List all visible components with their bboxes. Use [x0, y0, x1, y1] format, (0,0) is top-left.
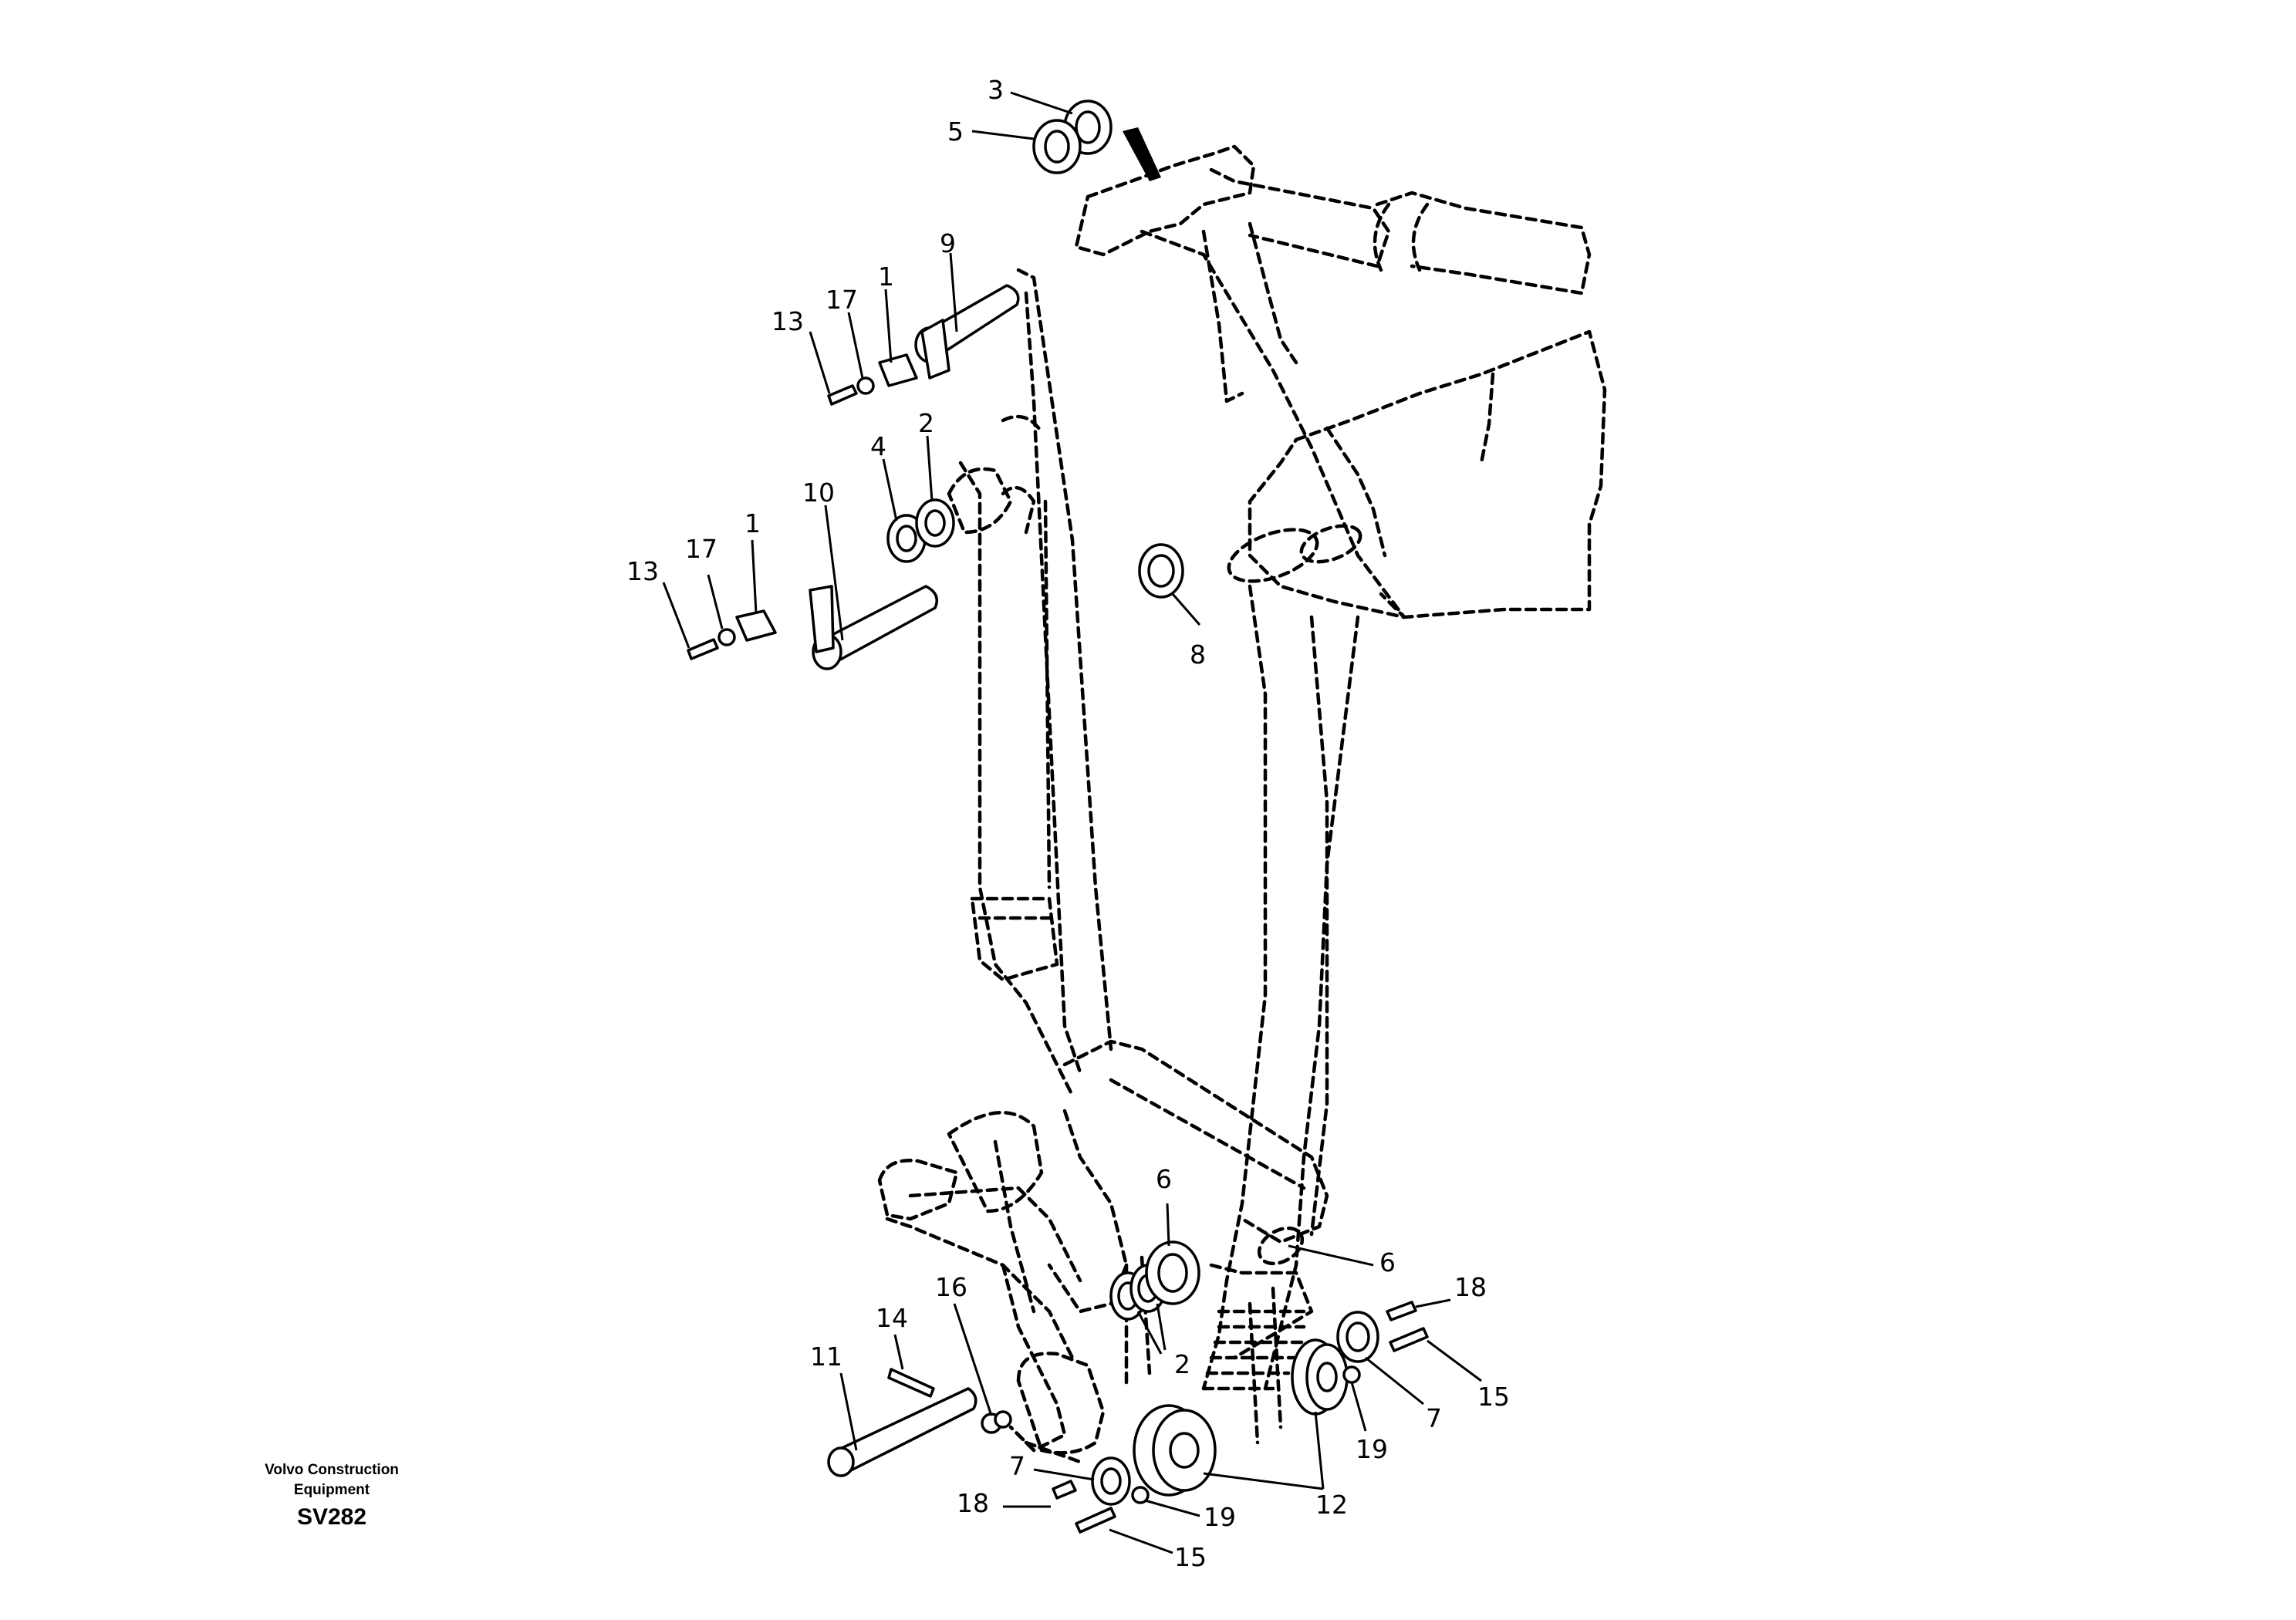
parts [687, 100, 1429, 1534]
callout-11: 11 [810, 1342, 842, 1372]
dowel-18b [1386, 1301, 1417, 1321]
callout-13a: 13 [772, 306, 804, 336]
callout-18a: 18 [1454, 1272, 1487, 1302]
callout-4: 4 [870, 431, 886, 461]
bolt-15a [1075, 1507, 1116, 1534]
bolt-13b [687, 638, 719, 660]
seal-6a [1145, 1240, 1200, 1305]
callout-7a: 7 [1426, 1403, 1442, 1433]
callout-10: 10 [802, 478, 835, 508]
callout-18b: 18 [957, 1488, 989, 1518]
pin-11 [827, 1387, 977, 1477]
bolt-15b [1389, 1327, 1429, 1352]
pin-10 [809, 585, 938, 670]
washer-17b [718, 628, 736, 646]
callout-2b: 2 [1174, 1349, 1190, 1379]
callout-15b: 15 [1174, 1542, 1207, 1572]
drawing-code: SV282 [296, 1504, 367, 1530]
callout-6b: 6 [1379, 1247, 1396, 1277]
callout-17b: 17 [685, 534, 718, 564]
bolt-13a [827, 384, 858, 406]
callout-9: 9 [940, 228, 956, 258]
seal-7b [1336, 1311, 1379, 1363]
shim-5 [1032, 119, 1082, 174]
callout-13b: 13 [626, 556, 659, 586]
callout-14: 14 [876, 1303, 908, 1333]
seal-7a [1091, 1456, 1131, 1506]
callout-5: 5 [947, 116, 964, 147]
lock-plate-1b [735, 609, 777, 642]
washer-17a [856, 376, 875, 395]
callout-15a: 15 [1477, 1382, 1510, 1412]
leader-lines [662, 91, 1482, 1554]
callout-2a: 2 [918, 408, 934, 438]
hub-12a [1133, 1404, 1217, 1497]
nut-16b [994, 1410, 1012, 1429]
arm-phantom-outline [877, 144, 1607, 1464]
callout-6a: 6 [1156, 1164, 1172, 1194]
callout-19b: 19 [1204, 1502, 1236, 1532]
shim-2a [915, 498, 955, 548]
washer-19b [1342, 1365, 1361, 1384]
callout-17a: 17 [826, 285, 858, 315]
manufacturer-label: Volvo Construction Equipment [265, 1462, 399, 1498]
callout-16: 16 [935, 1272, 967, 1302]
washer-19a [1131, 1486, 1150, 1504]
seal-8 [1138, 543, 1184, 599]
callout-12: 12 [1315, 1490, 1348, 1520]
callout-7b: 7 [1009, 1451, 1025, 1481]
callout-1a: 1 [878, 262, 894, 292]
grease-nipple [1123, 127, 1161, 181]
dowel-18a [1052, 1480, 1077, 1500]
callout-19a: 19 [1356, 1434, 1388, 1464]
callout-8: 8 [1190, 640, 1206, 670]
callout-3: 3 [988, 75, 1004, 105]
callout-labels: 3 5 9 13 17 1 4 2 10 13 17 1 8 6 6 2 18 … [626, 75, 1510, 1572]
pin-9 [914, 284, 1020, 380]
hub-12b [1291, 1338, 1349, 1416]
lock-plate-1a [878, 353, 918, 387]
callout-1b: 1 [745, 508, 761, 538]
bolt-14 [887, 1368, 935, 1398]
